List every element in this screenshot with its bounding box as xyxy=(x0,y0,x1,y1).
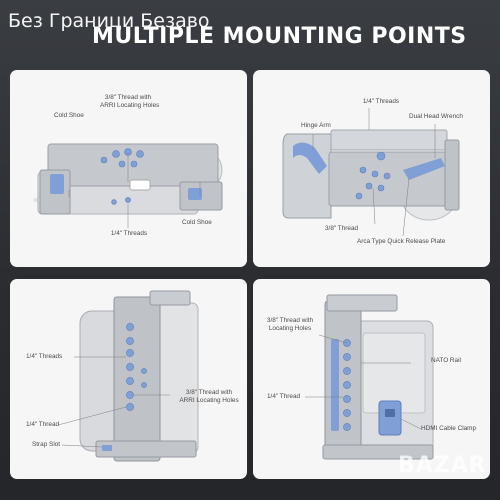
label-quarter-threads: 1/4" Threads xyxy=(362,98,400,105)
label-thread-locating-line2: Locating Holes xyxy=(268,324,312,332)
label-quarter-threads: 1/4" Threads xyxy=(26,353,63,360)
panel-bottom-view: 1/4" Threads Hinge Arm Dual Head Wrench … xyxy=(253,70,490,267)
panel-right-side-view: 3/8" Thread with Locating Holes NATO Rai… xyxy=(253,279,490,479)
label-thread-arri: 3/8" Thread with ARRI Locating Holes xyxy=(172,389,246,404)
label-dual-head-wrench: Dual Head Wrench xyxy=(409,113,463,120)
label-cold-shoe-left: Cold Shoe xyxy=(54,112,84,119)
camera-cage-left-illustration xyxy=(57,290,199,462)
label-thread-locating: 3/8" Thread with Locating Holes xyxy=(261,317,319,332)
label-hinge-arm: Hinge Arm xyxy=(301,122,331,129)
label-arca-plate: Arca Type Quick Release Plate xyxy=(357,238,446,245)
label-thread-arri-line1: 3/8" Thread with xyxy=(104,94,152,101)
label-strap-slot: Strap Slot xyxy=(32,441,61,448)
panel-left-side-view: 1/4" Threads 3/8" Thread with ARRI Locat… xyxy=(10,279,247,479)
label-three-eighths-thread: 3/8" Thread xyxy=(325,225,359,232)
label-quarter-thread: 1/4" Thread xyxy=(267,393,301,400)
bazar-watermark: BAZAR xyxy=(398,453,487,478)
camera-cage-bottom-illustration xyxy=(282,108,460,237)
section-heading: MULTIPLE MOUNTING POINTS xyxy=(92,24,467,49)
label-hdmi-clamp: HDMI Cable Clamp xyxy=(421,425,477,432)
label-thread-arri-line1: 3/8" Thread with xyxy=(185,389,233,396)
label-nato-rail: NATO Rail xyxy=(431,357,461,364)
label-thread-arri-line2: ARRI Locating Holes xyxy=(179,396,239,404)
camera-cage-top-illustration xyxy=(33,143,223,228)
label-thread-arri-line2: ARRI Locating Holes xyxy=(100,101,160,109)
label-quarter-threads: 1/4" Threads xyxy=(110,230,148,237)
overlay-title: Без Граници Безаво xyxy=(8,10,210,32)
label-quarter-thread: 1/4" Thread xyxy=(26,421,60,428)
camera-cage-right-illustration xyxy=(305,294,434,460)
label-thread-arri: 3/8" Thread with ARRI Locating Holes xyxy=(100,94,160,109)
label-thread-locating-line1: 3/8" Thread with xyxy=(266,317,314,324)
panel-top-view: Cold Shoe 3/8" Thread with ARRI Locating… xyxy=(10,70,247,267)
label-cold-shoe-right: Cold Shoe xyxy=(182,219,212,226)
